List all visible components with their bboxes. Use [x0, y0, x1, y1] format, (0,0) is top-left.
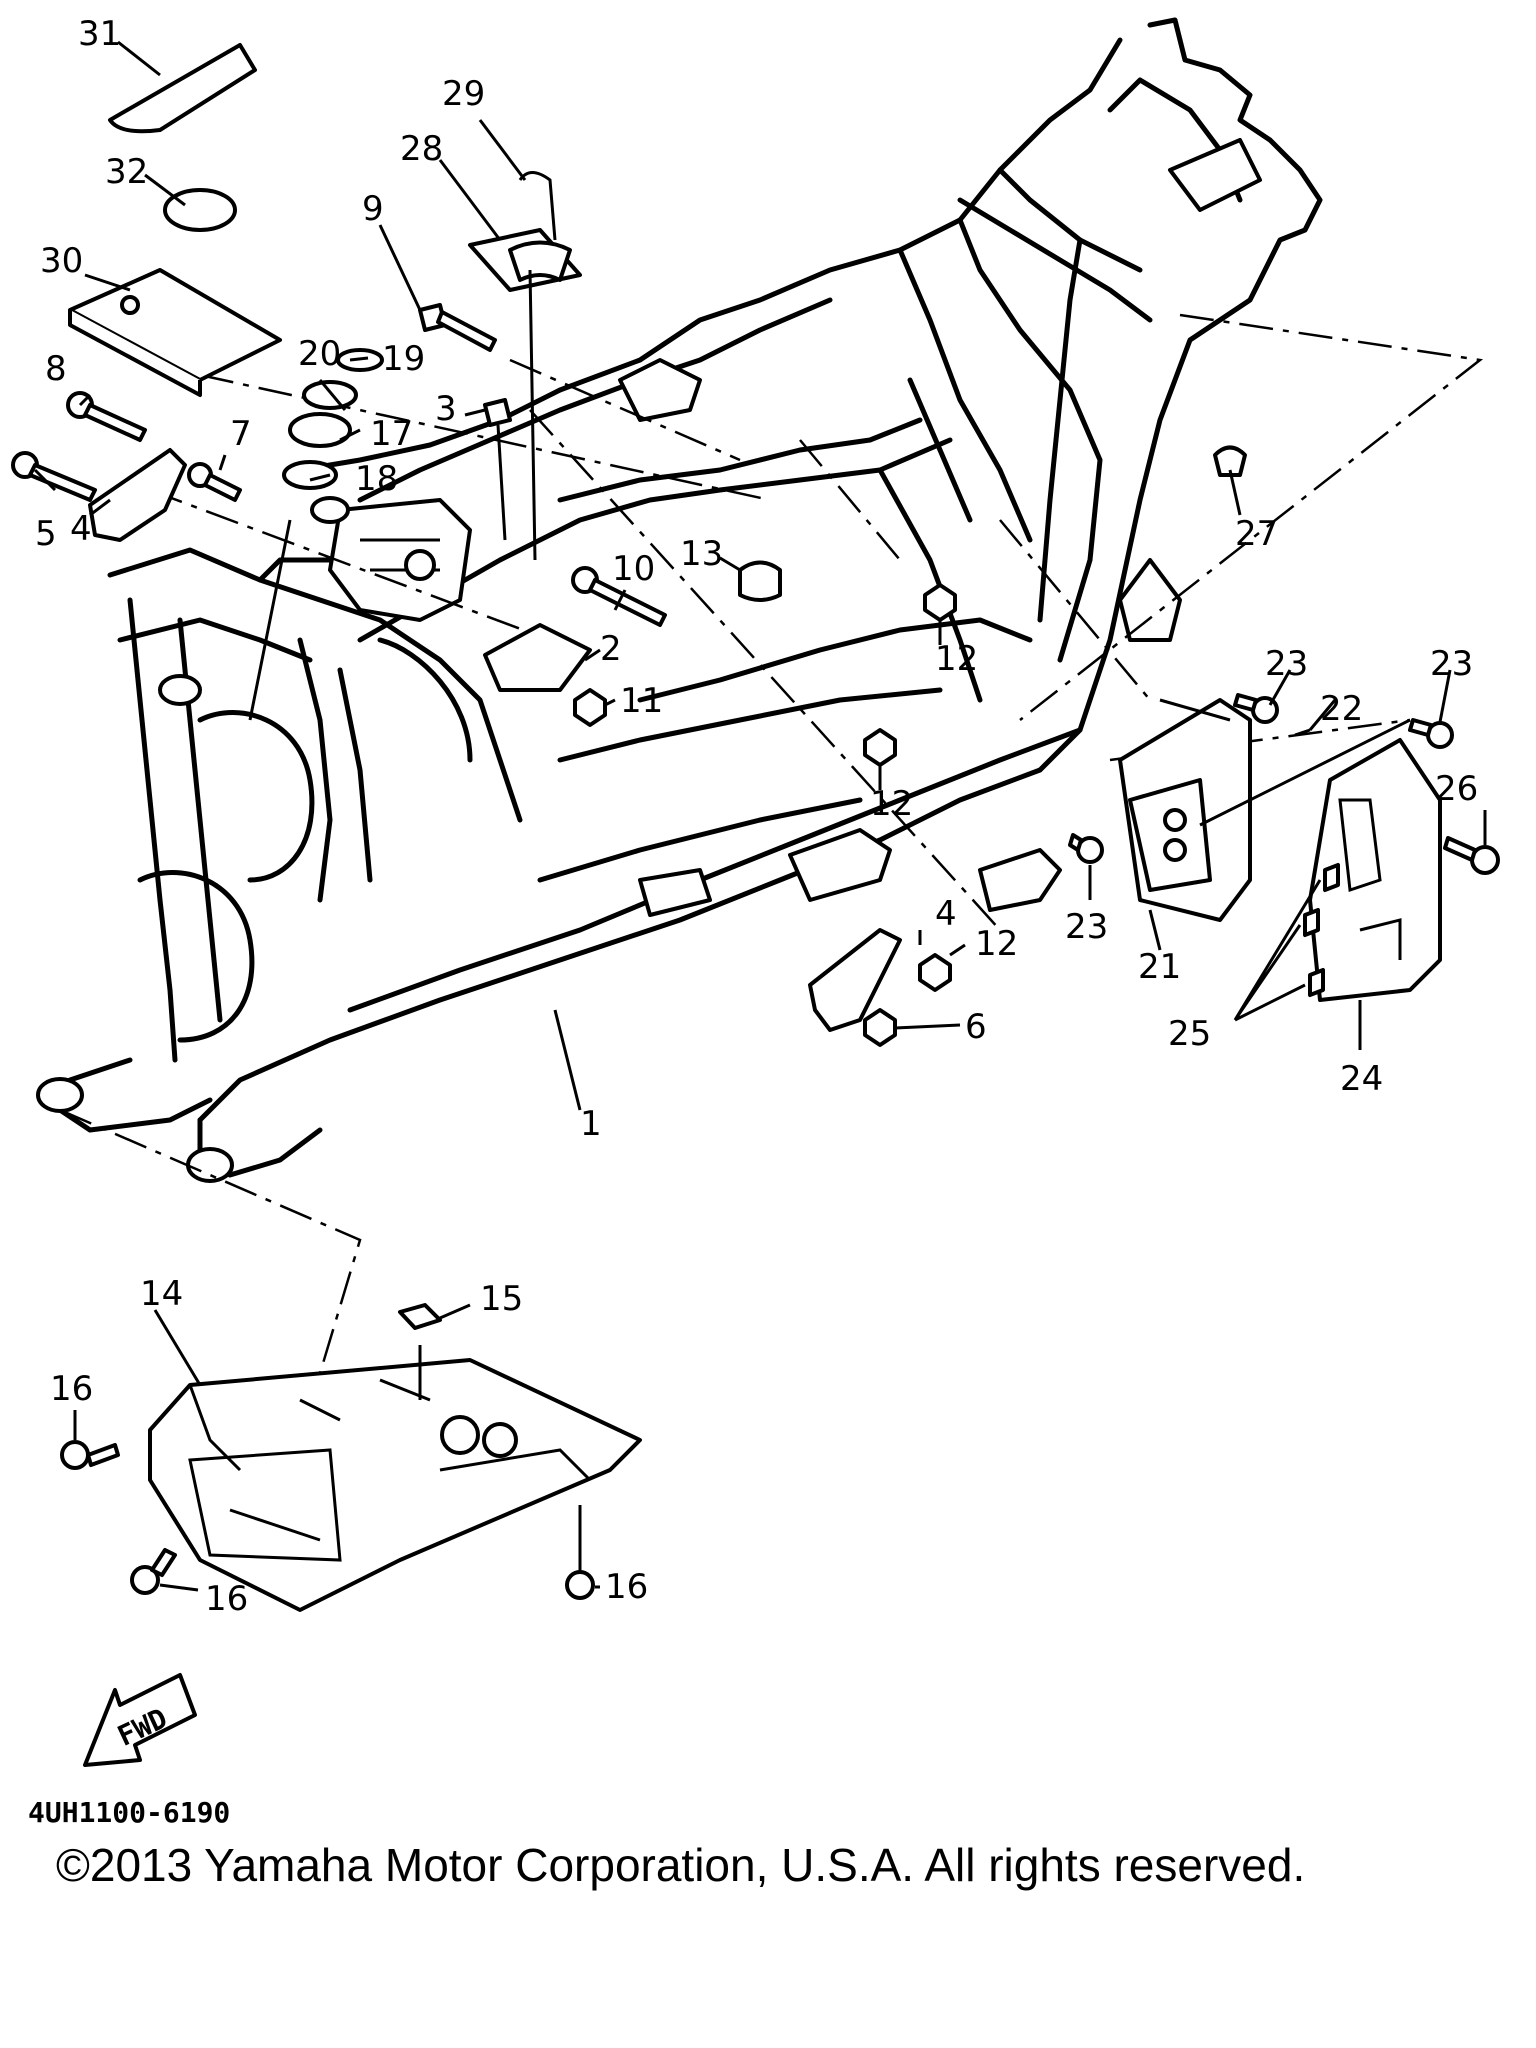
- callout-4-upper: 4: [70, 509, 92, 549]
- callout-16-c: 16: [605, 1567, 648, 1607]
- part-16-bolt-c: [565, 1505, 595, 1600]
- callout-30: 30: [40, 241, 83, 281]
- part-28-29-damper: [468, 171, 582, 561]
- callout-27: 27: [1235, 514, 1278, 554]
- part-4-bracket-lower: [808, 928, 902, 1032]
- part-31-strip: [108, 43, 257, 134]
- callout-28: 28: [400, 129, 443, 169]
- part-12-nut-c: [918, 953, 952, 992]
- callout-15: 15: [480, 1279, 523, 1319]
- part-23-bolt-b: [1408, 718, 1454, 749]
- assembly-lines: [59, 313, 1484, 1441]
- callout-18: 18: [355, 459, 398, 499]
- part-16-bolt-a: [60, 1440, 120, 1470]
- callout-16-b: 16: [205, 1579, 248, 1619]
- callout-3: 3: [435, 389, 457, 429]
- callout-14: 14: [140, 1274, 183, 1314]
- callout-8: 8: [45, 349, 67, 389]
- callout-13: 13: [680, 534, 723, 574]
- callout-23-c: 23: [1065, 907, 1108, 947]
- callout-10: 10: [612, 549, 655, 589]
- callout-24: 24: [1340, 1059, 1383, 1099]
- callout-20: 20: [298, 334, 341, 374]
- part-21-battery-box: [1118, 698, 1252, 922]
- callout-23-a: 23: [1265, 644, 1308, 684]
- callout-2: 2: [600, 629, 622, 669]
- part-14-skid-plate: [148, 1358, 642, 1612]
- callout-4-lower: 4: [935, 894, 957, 934]
- part-2-plate: [483, 623, 592, 692]
- part-10-bolt: [571, 566, 667, 627]
- callout-9: 9: [362, 189, 384, 229]
- part-12-nut-a: [923, 583, 957, 622]
- callout-1: 1: [580, 1104, 602, 1144]
- callout-31: 31: [78, 14, 121, 54]
- callout-29: 29: [442, 74, 485, 114]
- part-3-bolt: [483, 398, 512, 541]
- part-27-cap: [1213, 445, 1247, 477]
- part-8-bolt: [66, 391, 147, 442]
- callout-21: 21: [1138, 947, 1181, 987]
- part-6-nut: [863, 1008, 897, 1047]
- callout-19: 19: [382, 339, 425, 379]
- drawing-code: 4UH1100-6190: [28, 1796, 230, 1829]
- part-11-nut: [573, 688, 607, 727]
- leader-lines: [33, 40, 1487, 1592]
- callout-23-b: 23: [1430, 644, 1473, 684]
- callout-5: 5: [35, 514, 57, 554]
- fwd-arrow-icon: FWD: [83, 1673, 197, 1767]
- part-5-bolt: [11, 451, 97, 502]
- part-23-bolt-c: [1068, 833, 1104, 864]
- callout-22: 22: [1320, 689, 1363, 729]
- callout-labels: 31 32 30 29 28 9 20 19 8 17 7 5 4 18 3 2…: [28, 14, 1478, 1829]
- callout-7: 7: [230, 414, 252, 454]
- part-4-bracket-upper: [88, 448, 187, 542]
- part-26-bolt: [1443, 836, 1500, 875]
- callout-12-a: 12: [935, 639, 978, 679]
- part-12-nut-b: [863, 728, 897, 767]
- part-16-bolt-b: [130, 1548, 177, 1595]
- part-32-pad: [163, 188, 237, 232]
- callout-11: 11: [620, 681, 663, 721]
- main-frame: [36, 17, 1323, 1183]
- callout-16-a: 16: [50, 1369, 93, 1409]
- part-25-clips: [1233, 863, 1340, 1022]
- callout-12-c: 12: [975, 924, 1018, 964]
- part-15-pad: [398, 1303, 442, 1330]
- callout-17: 17: [370, 414, 413, 454]
- part-30-cover: [68, 268, 282, 397]
- callout-26: 26: [1435, 769, 1478, 809]
- callout-32: 32: [105, 152, 148, 192]
- part-13-mount: [738, 560, 782, 602]
- part-22-strap: [1199, 718, 1411, 827]
- copyright-notice: ©2013 Yamaha Motor Corporation, U.S.A. A…: [56, 1839, 1306, 1891]
- callout-25: 25: [1168, 1014, 1211, 1054]
- callout-12-b: 12: [870, 784, 913, 824]
- part-9-bolt: [418, 303, 497, 352]
- part-7-bolt: [187, 462, 242, 502]
- callout-6: 6: [965, 1007, 987, 1047]
